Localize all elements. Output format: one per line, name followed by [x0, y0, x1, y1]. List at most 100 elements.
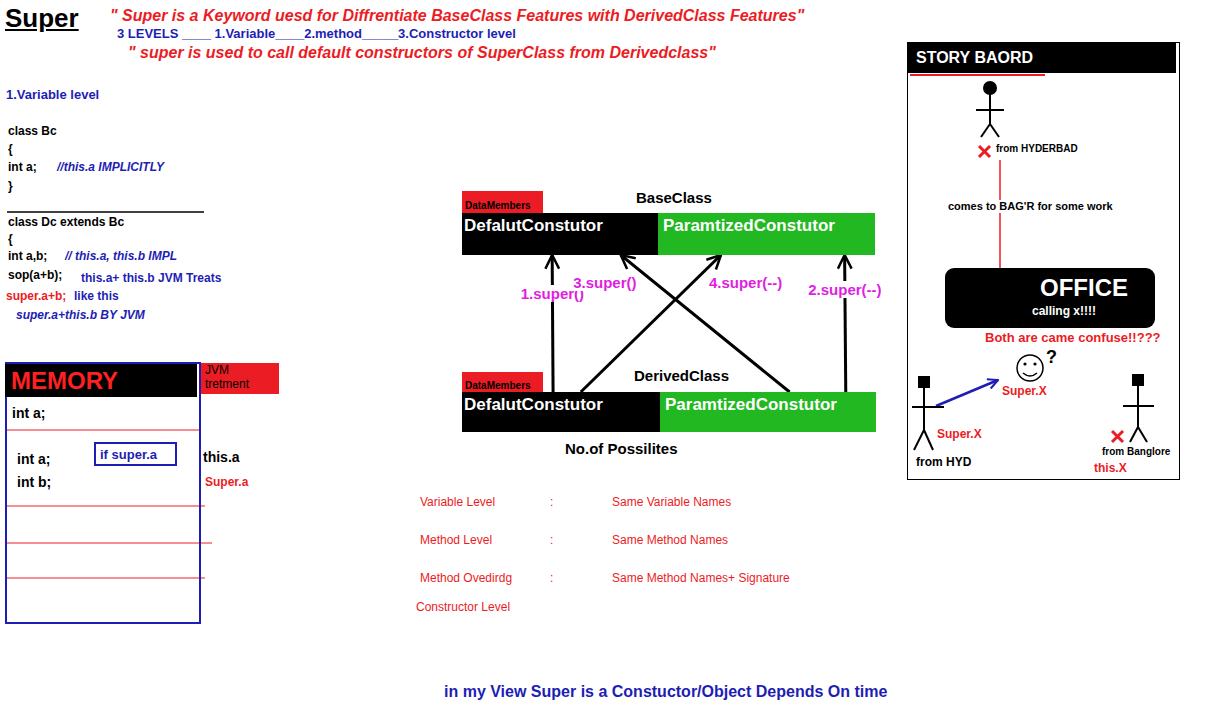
note-text: : [550, 496, 553, 510]
node-text: JVM tretment [205, 364, 275, 392]
node-text: comes to BAG'R for some work [948, 200, 1113, 213]
node-text: int a; [12, 405, 45, 421]
node-text: ParamtizedConstutor [665, 395, 837, 415]
note-text: Method Level [420, 534, 492, 548]
node-text: OFFICE [1040, 274, 1128, 302]
constructor-box: ParamtizedConstutor [658, 213, 875, 255]
note-text: Same Method Names [612, 534, 728, 548]
note-text: " super is used to call default construc… [128, 44, 716, 62]
note-text: 3 LEVELS ____ 1.Variable____2.method____… [117, 27, 516, 42]
call-arrow [845, 255, 846, 392]
cross-stroke [1112, 431, 1123, 442]
note-text: like this [74, 290, 119, 304]
stick-figure [976, 82, 1004, 137]
figure-leg [990, 124, 999, 137]
note-text: super.a+b; [6, 290, 66, 304]
note-text: Variable Level [420, 496, 495, 510]
note-text: } [8, 180, 13, 194]
cross-stroke [979, 146, 990, 157]
face-outline [1017, 355, 1043, 381]
node-text: from Banglore [1102, 446, 1170, 458]
edge-label: 4.super(--) [707, 274, 784, 291]
highlight-box: if super.a [94, 442, 177, 466]
figure-arms [976, 109, 1004, 111]
figure-arms [1123, 405, 1154, 407]
node-text: calling x!!!! [1032, 305, 1096, 319]
note-text: BaseClass [636, 189, 712, 206]
story-board: STORY BAORD from HYDERBAD comes to BAG'R f… [907, 42, 1180, 480]
note-text: sop(a+b); [8, 269, 62, 283]
cross-mark [1112, 431, 1123, 442]
memory-rule [5, 506, 205, 507]
page-title: Super [5, 4, 79, 34]
constructor-box: DefalutConstutor [462, 213, 658, 255]
note-text: //this.a IMPLICITLY [57, 161, 164, 175]
memory-rule [5, 430, 200, 431]
note-text: " Super is a Keyword uesd for Diffrentia… [110, 7, 804, 25]
call-arrow [621, 255, 790, 392]
stick-figure [1123, 375, 1154, 442]
node-text: this.X [1094, 462, 1127, 476]
cross-stroke [979, 146, 990, 157]
node-text: DefalutConstutor [464, 216, 603, 236]
note-text: this.a [203, 449, 240, 465]
call-arrow [551, 255, 555, 392]
note-text: Method Ovedirdg [420, 572, 512, 586]
jvm-tag: JVM tretment [201, 363, 279, 394]
smiley-face [1017, 355, 1043, 381]
figure-arms [912, 406, 944, 408]
node-text: if super.a [100, 448, 157, 463]
note-text: { [8, 233, 13, 247]
constructor-box: DefalutConstutor [462, 392, 660, 432]
node-text: Both are came confuse!!??? [985, 331, 1161, 346]
pointer-arrow [936, 380, 998, 406]
note-text: : [550, 572, 553, 586]
figure-leg [981, 124, 990, 137]
note-text: No.of Possilites [565, 440, 678, 457]
edge-label: 2.super(--) [806, 281, 883, 298]
note-text: Same Variable Names [612, 496, 731, 510]
figure-head [1133, 375, 1143, 385]
note-text: class Bc [8, 125, 57, 139]
memory-rule [5, 578, 205, 579]
node-text: int b; [17, 474, 51, 490]
office-box: OFFICE calling x!!!! [945, 268, 1155, 328]
memory-box: MEMORY int a; int a; int b; if super.a [5, 362, 201, 624]
figure-leg [924, 430, 933, 450]
note-text: DerivedClass [634, 367, 729, 384]
note-text: int a; [8, 161, 37, 175]
note-text: // this.a, this.b IMPL [65, 250, 177, 264]
node-text: STORY BAORD [908, 43, 1176, 73]
node-text: Super.X [1002, 385, 1047, 399]
face-mouth [1023, 373, 1037, 376]
note-text: int a,b; [8, 250, 47, 264]
note-text: Same Method Names+ Signature [612, 572, 790, 586]
node-text: MEMORY [5, 364, 197, 397]
node-text: Super.X [937, 428, 982, 442]
figure-leg [1130, 427, 1138, 442]
note-text: { [8, 143, 13, 157]
node-text: from HYDERBAD [996, 143, 1078, 155]
node-text: ? [1046, 347, 1057, 368]
note-text: : [550, 534, 553, 548]
note-text: 1.Variable level [6, 88, 99, 103]
edge-label: 3.super() [571, 274, 638, 291]
figure-head [984, 82, 996, 94]
constructor-box: ParamtizedConstutor [660, 392, 876, 432]
figure-body [923, 387, 925, 430]
note-text: this.a+ this.b JVM Treats [81, 272, 221, 286]
note-text: class Dc extends Bc [8, 216, 124, 230]
face-eye [1033, 362, 1036, 365]
header-underline [910, 74, 1045, 76]
figure-leg [1138, 427, 1147, 442]
note-text: Constructor Level [416, 601, 510, 615]
note-text: in my View Super is a Constuctor/Object … [444, 683, 887, 701]
node-text: DataMembers [465, 380, 531, 392]
cross-mark [979, 146, 990, 157]
node-text: int a; [17, 451, 50, 467]
memory-rule [5, 543, 212, 544]
node-text: DefalutConstutor [464, 395, 603, 415]
